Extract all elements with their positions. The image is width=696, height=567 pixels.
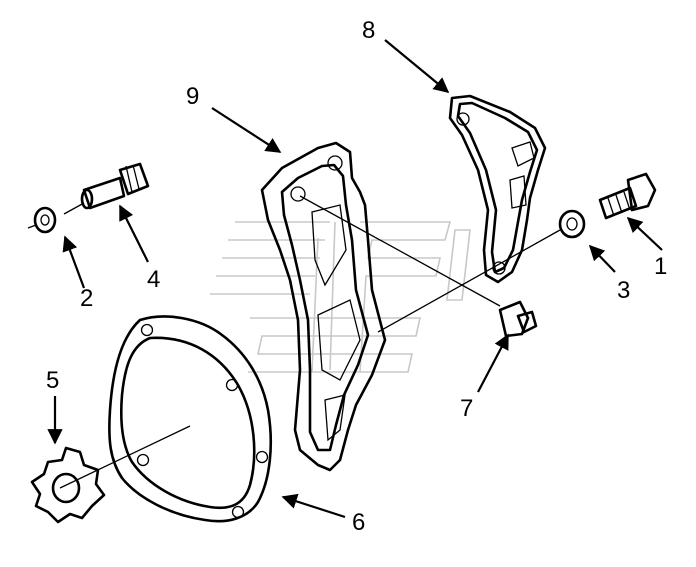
stud-part-4 xyxy=(63,162,150,215)
callout-5: 5 xyxy=(46,367,59,394)
washer-part-3 xyxy=(558,209,586,239)
callout-4: 4 xyxy=(147,266,160,293)
callout-8: 8 xyxy=(362,17,375,44)
leader-9 xyxy=(211,107,282,153)
coupling-part-5 xyxy=(30,446,106,524)
callout-7: 7 xyxy=(460,395,473,422)
callout-2: 2 xyxy=(80,285,93,312)
watermark-logo xyxy=(210,221,471,373)
leader-3 xyxy=(588,244,616,273)
gasket-part-6 xyxy=(59,315,273,523)
washer-part-2 xyxy=(27,206,57,234)
bolt-part-7 xyxy=(498,300,538,338)
callout-labels: 1 2 3 4 5 6 7 8 9 xyxy=(46,17,667,536)
plate-part-8 xyxy=(448,94,547,284)
callout-1: 1 xyxy=(654,253,667,280)
callout-9: 9 xyxy=(186,83,199,110)
leader-4 xyxy=(119,204,149,263)
leader-7 xyxy=(477,333,509,393)
bolt-part-1 xyxy=(598,172,657,220)
leader-8 xyxy=(384,39,450,93)
callout-3: 3 xyxy=(617,277,630,304)
leader-arrows xyxy=(47,39,663,519)
leader-2 xyxy=(62,235,86,289)
callout-6: 6 xyxy=(352,509,365,536)
leader-6 xyxy=(281,493,346,519)
leader-1 xyxy=(626,216,663,251)
bracket-part-9 xyxy=(260,141,387,472)
assembly-lines xyxy=(299,195,561,333)
